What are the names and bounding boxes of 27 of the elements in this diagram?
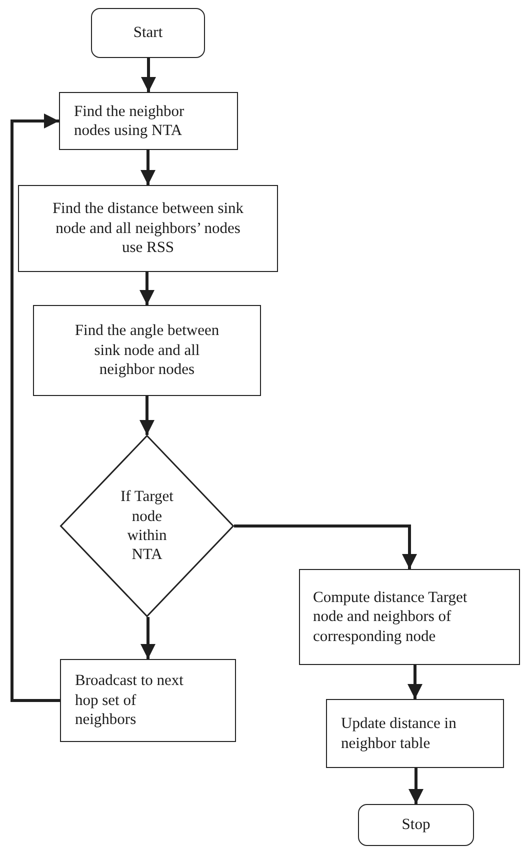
arrow xyxy=(141,58,156,92)
arrow xyxy=(408,665,422,699)
process-box xyxy=(299,569,520,665)
process-box xyxy=(18,185,278,272)
terminal-box xyxy=(358,804,474,846)
arrow xyxy=(140,396,154,435)
arrow xyxy=(10,114,60,702)
node-label: Update distance in neighbor table xyxy=(341,714,458,753)
decision-diamond xyxy=(60,435,234,617)
process-box xyxy=(326,699,504,768)
process-box xyxy=(60,659,236,742)
arrow xyxy=(140,150,156,185)
node-label: If Target node within NTA xyxy=(119,487,174,565)
node-label: Find the angle between sink node and all neighbor nodes xyxy=(74,321,220,380)
arrow xyxy=(140,617,156,659)
node-label: Find the distance between sink node and all neighbors’ nodes use RSS xyxy=(51,199,245,258)
arrow xyxy=(234,524,417,569)
node-label: Find the neighbor nodes using NTA xyxy=(74,102,186,140)
process-box xyxy=(59,92,238,150)
process-box xyxy=(33,305,261,396)
node-label: Start xyxy=(133,23,163,43)
arrow xyxy=(408,768,424,804)
node-label: Stop xyxy=(402,815,430,835)
terminal-box xyxy=(91,8,205,58)
node-label: Compute distance Target node and neighbors of corresponding node xyxy=(313,588,468,646)
arrow xyxy=(140,272,154,305)
node-label: Broadcast to next hop set of neighbors xyxy=(75,671,184,730)
